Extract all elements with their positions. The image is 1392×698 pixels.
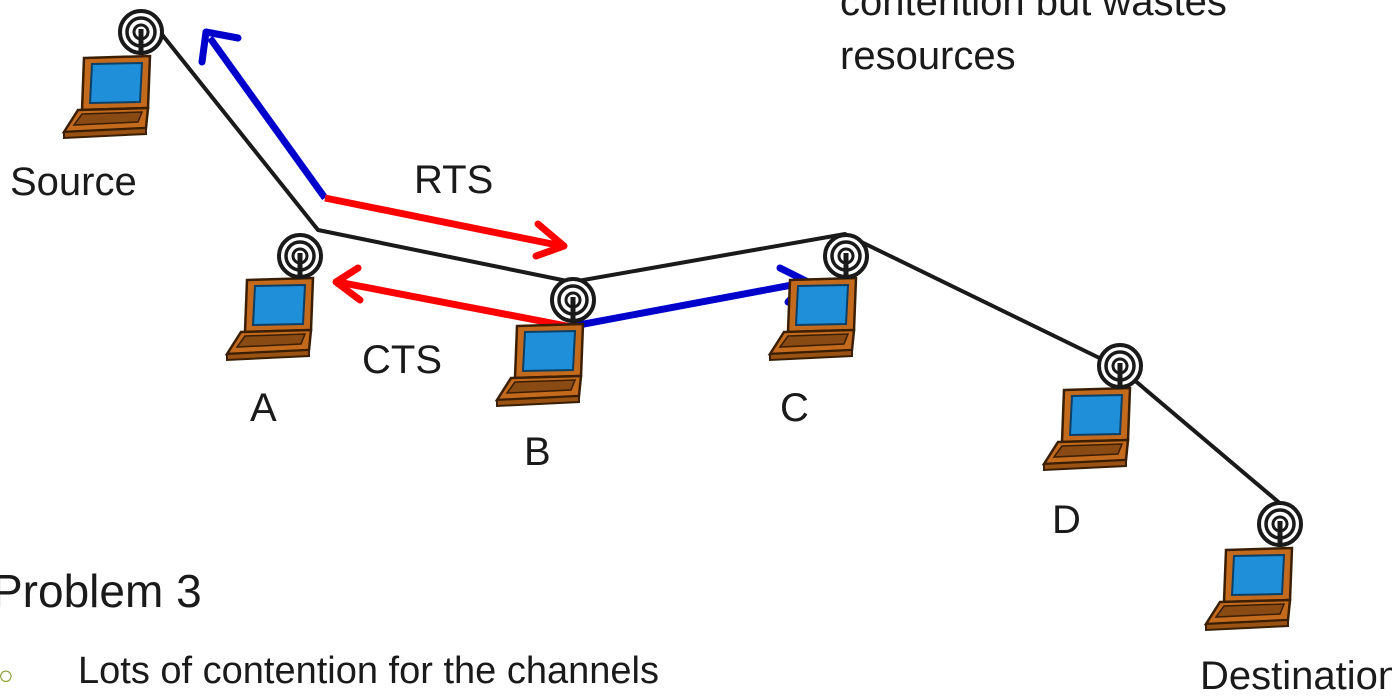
- label-source: Source: [10, 160, 137, 204]
- label-b: B: [524, 430, 551, 474]
- laptop-icon: [1204, 546, 1294, 632]
- slide-heading: Problem 3: [0, 565, 202, 617]
- data-arrow-to-source: [198, 28, 328, 201]
- node-c: [768, 233, 869, 362]
- laptop-icon: [62, 54, 152, 140]
- cts-arrow: [332, 264, 573, 331]
- label-rts: RTS: [414, 158, 494, 202]
- bullet-item: Lots of contention for the channels: [78, 650, 659, 692]
- antenna-icon: [823, 233, 869, 281]
- bullet-icon: ○: [0, 660, 14, 690]
- laptop-icon: [495, 322, 585, 408]
- label-a: A: [250, 386, 277, 430]
- label-d: D: [1052, 498, 1081, 542]
- antenna-icon: [550, 277, 596, 325]
- label-cts: CTS: [362, 338, 442, 382]
- antenna-icon: [277, 233, 323, 281]
- partial-text-line-2: resources: [840, 34, 1016, 78]
- node-b: [495, 277, 596, 408]
- antenna-icon: [1257, 501, 1303, 549]
- laptop-icon: [768, 276, 858, 362]
- laptop-icon: [1042, 386, 1132, 472]
- laptop-icon: [225, 276, 315, 362]
- antenna-icon: [118, 9, 164, 57]
- label-c: C: [780, 386, 809, 430]
- antenna-icon: [1097, 343, 1143, 391]
- path-line: [158, 30, 1284, 507]
- node-d: [1042, 343, 1143, 472]
- node-source: [62, 9, 164, 140]
- partial-text-line-1: contention but wastes: [840, 0, 1227, 24]
- rts-arrow: [324, 194, 568, 260]
- label-destination: Destination: [1200, 654, 1392, 698]
- node-destination: [1204, 501, 1303, 632]
- node-a: [225, 233, 323, 362]
